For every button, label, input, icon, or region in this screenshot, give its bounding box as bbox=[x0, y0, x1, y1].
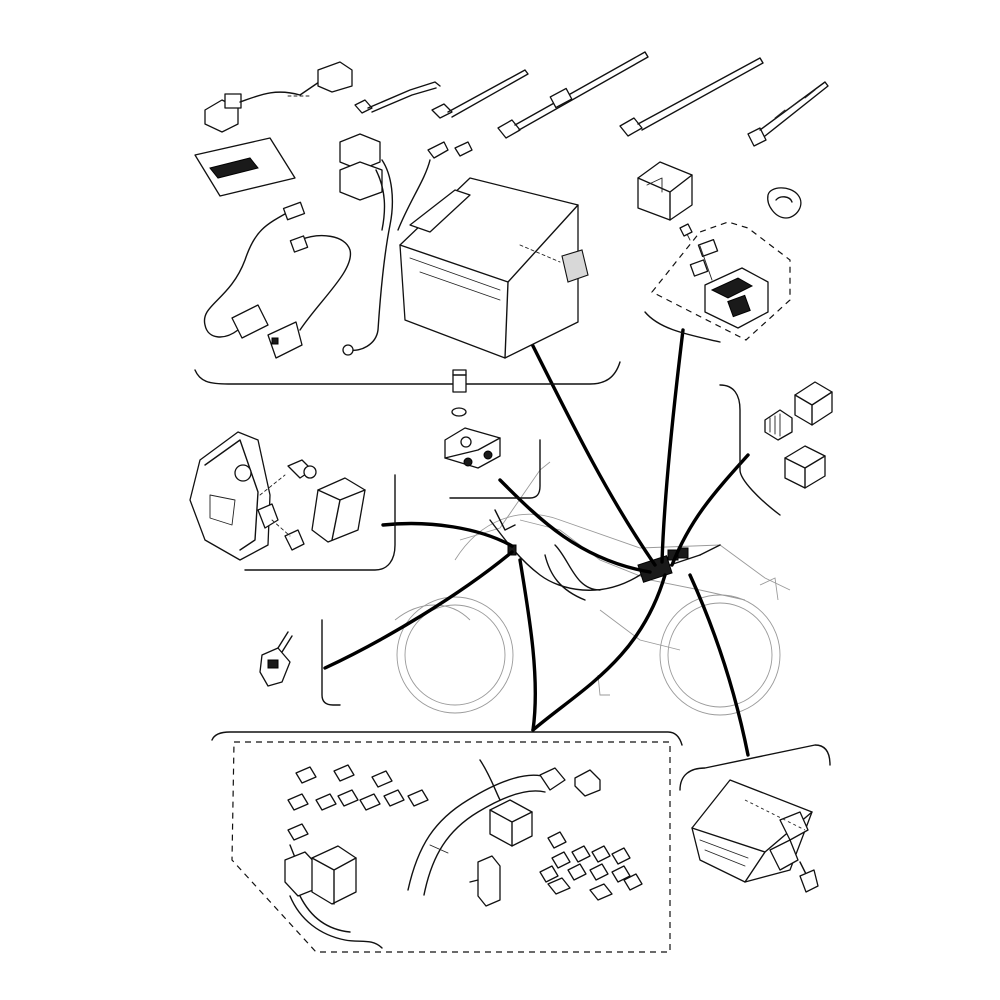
bracket-group bbox=[444, 369, 541, 499]
rectifier-bolt bbox=[799, 869, 819, 893]
fuse-set bbox=[287, 764, 429, 841]
relay-group bbox=[637, 161, 802, 343]
couplers-group bbox=[719, 381, 833, 516]
starter-relay-box bbox=[651, 221, 791, 341]
battery-lead bbox=[339, 133, 473, 356]
fuse-box-connector bbox=[284, 844, 383, 949]
top-panel bbox=[194, 51, 829, 385]
motorcycle-ghost-outline bbox=[394, 461, 791, 716]
battery bbox=[399, 177, 589, 359]
cable-ties bbox=[354, 51, 829, 147]
sub-wire-lead bbox=[204, 61, 353, 133]
main-harness-section bbox=[407, 759, 601, 907]
sensor-group bbox=[259, 619, 341, 706]
relay bbox=[637, 161, 693, 221]
label-sheet bbox=[194, 137, 296, 197]
fuse-box-outline bbox=[231, 741, 671, 953]
relay-holder bbox=[767, 187, 802, 219]
ecu-group bbox=[189, 431, 396, 571]
fuse-group bbox=[211, 731, 683, 953]
washer bbox=[451, 407, 467, 417]
sensor-lead bbox=[203, 201, 352, 359]
leader-lines bbox=[323, 328, 750, 757]
bolt bbox=[452, 369, 467, 393]
rectifier-group bbox=[679, 744, 831, 893]
terminal-set bbox=[539, 831, 643, 901]
ecu-screw bbox=[284, 529, 305, 551]
ecu-cover bbox=[189, 431, 271, 561]
battery-pad bbox=[561, 249, 589, 283]
